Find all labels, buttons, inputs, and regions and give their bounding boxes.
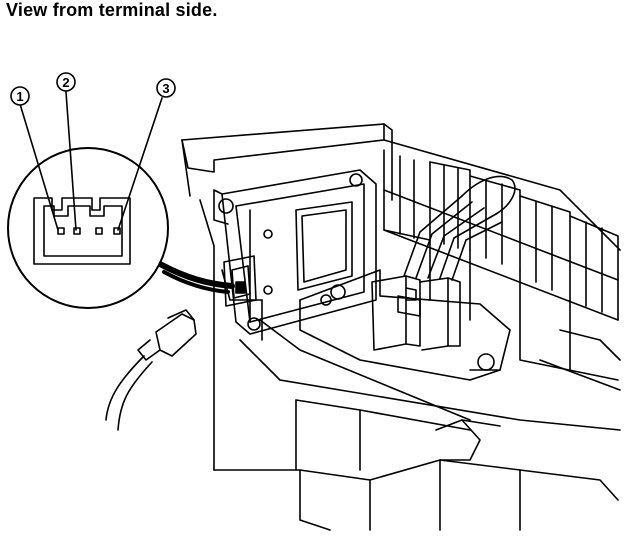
bolt-icon xyxy=(349,173,363,187)
callout-3: 3 xyxy=(156,78,176,98)
bolt-icon xyxy=(477,353,495,371)
control-module xyxy=(213,169,377,335)
screw-icon xyxy=(263,229,273,239)
screw-icon xyxy=(263,285,273,295)
terminal-zoom-circle xyxy=(7,147,169,309)
vent-grid xyxy=(383,149,619,381)
callout-line-3 xyxy=(117,97,163,231)
wire-bundle xyxy=(403,175,516,281)
callout-1: 1 xyxy=(10,86,30,106)
bolt-icon xyxy=(218,198,234,214)
diagram-caption: View from terminal side. xyxy=(6,0,218,20)
bolt-icon xyxy=(330,284,346,300)
loose-connector xyxy=(137,309,197,361)
terminal-pin-3 xyxy=(113,227,121,235)
terminal-pin-1 xyxy=(57,227,65,235)
mount-plate xyxy=(299,269,511,381)
cable xyxy=(105,355,153,431)
callout-line-2 xyxy=(65,91,77,231)
terminal-pin-empty xyxy=(95,227,103,235)
leader-arrow xyxy=(157,261,235,294)
svg-text:1: 1 xyxy=(16,89,23,104)
svg-text:3: 3 xyxy=(162,81,169,96)
callout-line-1 xyxy=(19,103,59,231)
screw-icon xyxy=(320,294,332,306)
unit-housing xyxy=(181,123,621,531)
harness-connector xyxy=(371,275,461,351)
bolt-icon xyxy=(247,317,261,331)
terminal-pin-2 xyxy=(73,227,81,235)
callout-2: 2 xyxy=(56,72,76,92)
svg-text:2: 2 xyxy=(62,75,69,90)
